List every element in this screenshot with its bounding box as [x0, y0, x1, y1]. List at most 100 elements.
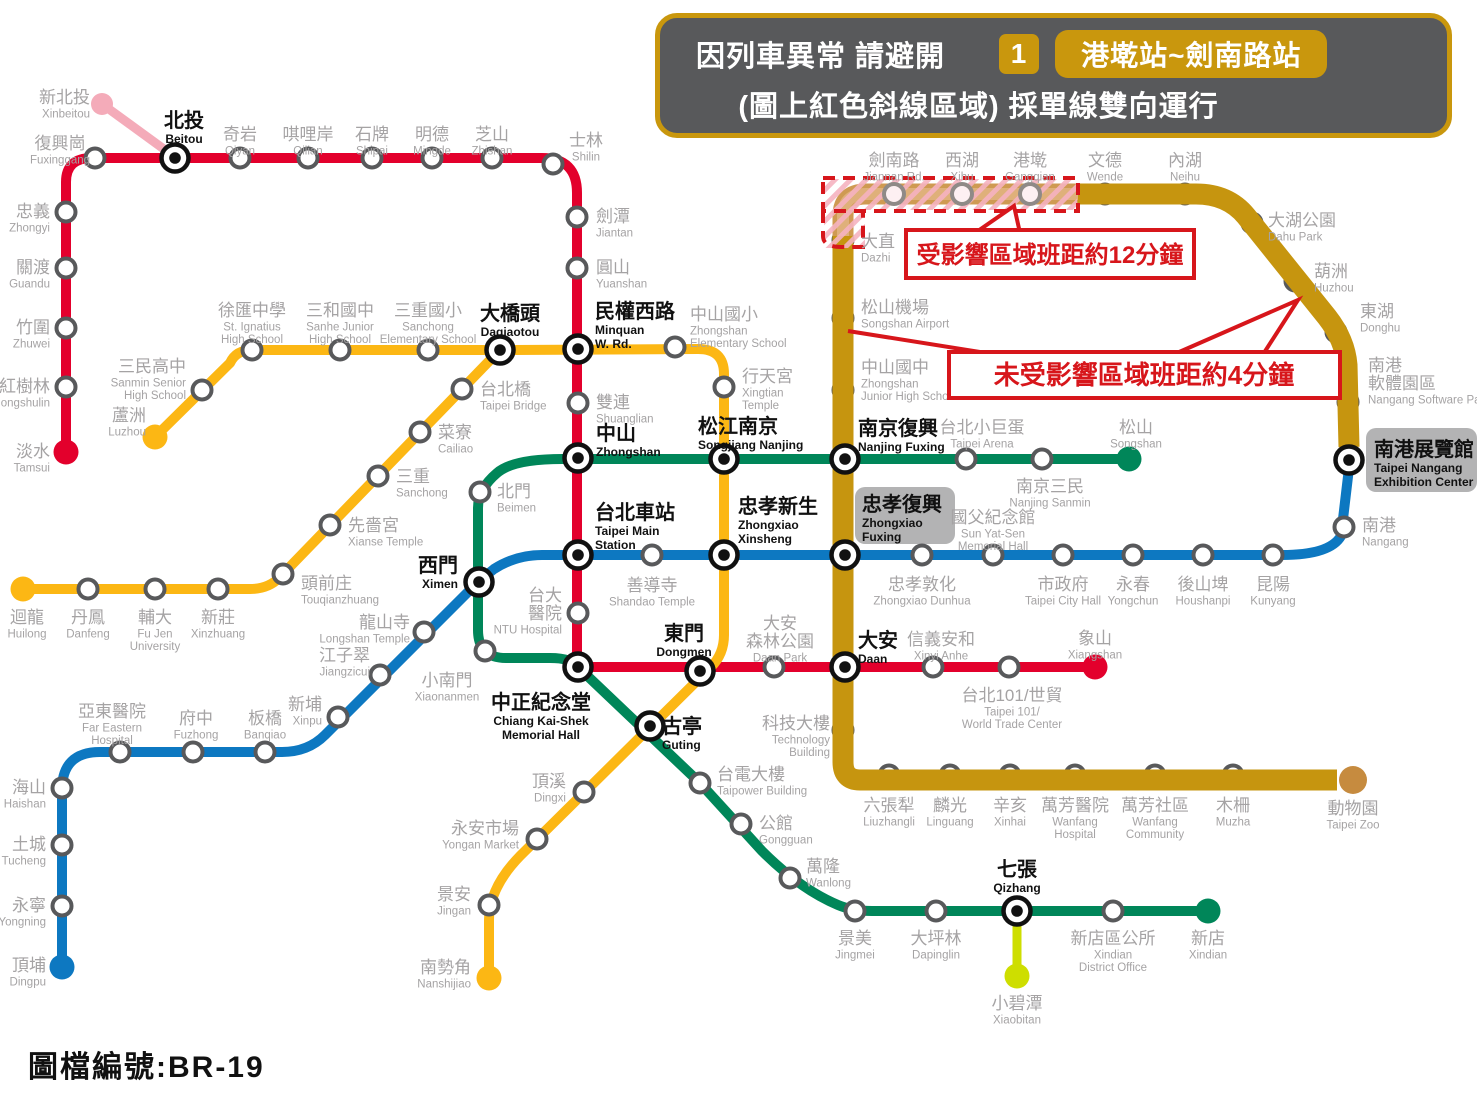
station-name-en: Liuzhangli — [863, 817, 915, 829]
station-circle — [1121, 543, 1145, 567]
terminus-dot — [476, 965, 502, 991]
station-name-en: High School — [221, 334, 283, 346]
station-sun-yat-sen — [981, 543, 1005, 567]
station-zhongshan — [663, 335, 687, 359]
station-name-zh: 忠義 — [16, 202, 50, 221]
station-name-zh: 港墘 — [1013, 151, 1047, 170]
station-circle — [1101, 899, 1125, 923]
station-taipower-building — [688, 771, 712, 795]
station-name-en: Neihu — [1170, 172, 1200, 184]
transfer-station-dot — [1011, 905, 1023, 917]
station-nanshijiao — [476, 965, 502, 991]
station-circle — [473, 639, 497, 663]
station-name-zh: 土城 — [12, 835, 46, 854]
station-name-en: Taipei Bridge — [480, 401, 546, 413]
station-xinyi-anhe — [921, 655, 945, 679]
transfer-station-dot — [572, 452, 584, 464]
station-name-en: Qilian — [293, 146, 322, 158]
station-circle — [50, 776, 74, 800]
station-name-zh: 南勢角 — [420, 958, 471, 977]
station-longshan-temple — [412, 620, 436, 644]
transfer-station-dot — [839, 453, 851, 465]
station-circle — [729, 812, 753, 836]
headway-unaffected-callout-text: 未受影響區域班距約4分鐘 — [994, 360, 1294, 390]
station-name-en: Memorial Hall — [958, 541, 1028, 553]
station-name-en: Daqiaotou — [481, 325, 540, 339]
headway-affected-callout-box — [904, 228, 1196, 280]
station-name-en: World Trade Center — [962, 719, 1062, 731]
terminus-dot — [1195, 898, 1221, 924]
headway-affected-callout-text: 受影響區域班距約12分鐘 — [917, 241, 1184, 269]
station-circle — [190, 378, 214, 402]
station-name-en: Zhongxiao — [738, 518, 799, 532]
station-circle — [640, 543, 664, 567]
station-sanhe-junior — [328, 338, 352, 362]
station-circle — [565, 256, 589, 280]
station-name-en: Gongguan — [759, 835, 813, 847]
station-name-en: Muzha — [1216, 817, 1251, 829]
affected-callout-seam — [975, 232, 1017, 236]
station-circle — [108, 740, 132, 764]
terminus-dot — [1082, 654, 1108, 680]
station-circle — [565, 205, 589, 229]
station-name-en: Daan — [858, 652, 887, 666]
station-name-zh: 辛亥 — [993, 796, 1027, 815]
line-green — [473, 454, 1208, 916]
station-hongshulin — [54, 375, 78, 399]
station-circle — [566, 601, 590, 625]
station-name-zh: 大直 — [861, 232, 895, 251]
station-name-zh: 動物園 — [1328, 799, 1379, 818]
station-name-en: Xiaonanmen — [415, 692, 480, 704]
transfer-station-dot — [473, 576, 485, 588]
station-tamsui — [53, 439, 79, 465]
file-number-label: 圖檔編號:BR-19 — [28, 1051, 265, 1084]
stations-layer — [10, 93, 1367, 991]
station-circle — [228, 146, 252, 170]
station-name-en: Jiantan — [596, 228, 633, 240]
terminus-dot — [49, 954, 75, 980]
station-name-zh: 北投 — [164, 108, 204, 132]
station-name-zh: 小碧潭 — [992, 994, 1043, 1013]
station-name-zh: 西湖 — [945, 151, 979, 170]
station-xiaonanmen — [473, 639, 497, 663]
station-highlight-box-1 — [1366, 428, 1477, 492]
station-name-zh: 公館 — [759, 814, 793, 833]
station-name-zh: 南京復興 — [858, 416, 938, 440]
station-gongguan — [729, 812, 753, 836]
station-circle — [981, 543, 1005, 567]
station-circle — [83, 146, 107, 170]
station-name-en: Xihu — [950, 172, 973, 184]
transfer-station-dot — [839, 549, 851, 561]
transfer-station-dot — [718, 453, 730, 465]
station-label: 紅樹林Hongshulin — [0, 377, 50, 410]
station-xindian — [1195, 898, 1221, 924]
station-circle — [924, 899, 948, 923]
station-yongan-market — [525, 827, 549, 851]
station-name-zh: 徐匯中學 — [218, 301, 286, 320]
station-name-en: Touqianzhuang — [301, 595, 379, 607]
station-name-zh: 後山埤 — [1178, 575, 1229, 594]
station-name-zh: 松山機場 — [861, 298, 929, 317]
station-touqianzhuang — [271, 562, 295, 586]
affected-station-circle — [882, 182, 906, 206]
station-yongning — [50, 894, 74, 918]
station-fu-jen — [143, 577, 167, 601]
station-banqiao — [253, 740, 277, 764]
station-name-en: Beimen — [497, 503, 536, 515]
